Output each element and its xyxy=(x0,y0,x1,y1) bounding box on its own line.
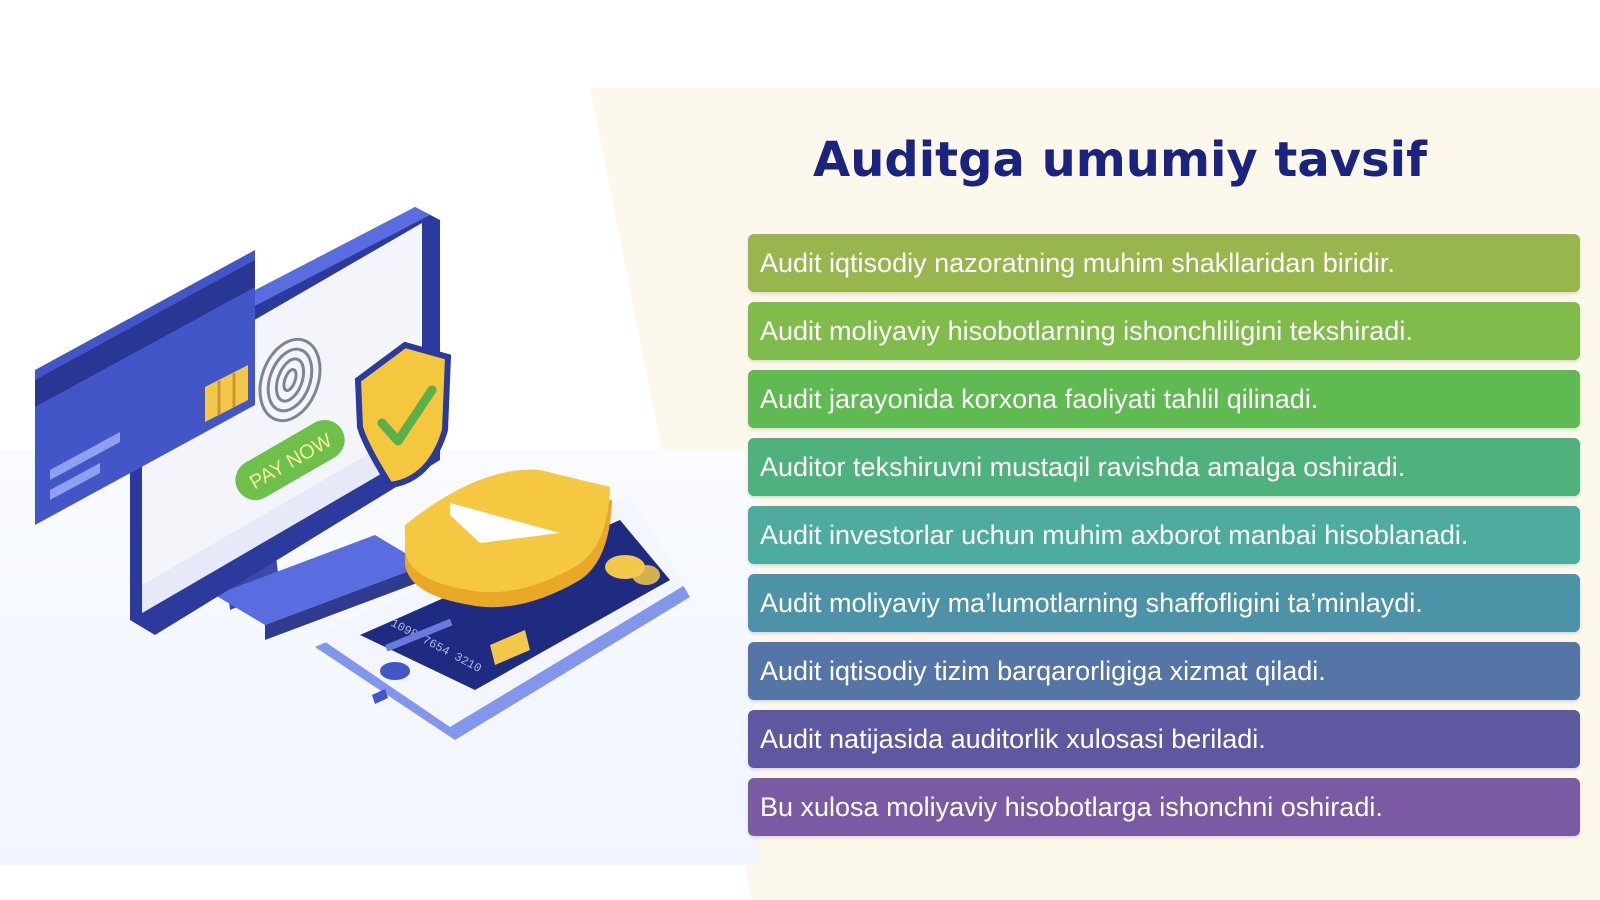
list-item: Audit natijasida auditorlik xulosasi ber… xyxy=(748,710,1580,768)
list-item: Audit moliyaviy hisobotlarning ishonchli… xyxy=(748,302,1580,360)
payment-security-illustration: PAY NOW 1098 7654 3210 xyxy=(35,207,690,740)
chip-icon xyxy=(205,365,248,422)
list-item: Audit investorlar uchun muhim axborot ma… xyxy=(748,506,1580,564)
list-item: Bu xulosa moliyaviy hisobotlarga ishonch… xyxy=(748,778,1580,836)
shield-icon xyxy=(405,469,612,608)
list-item: Audit jarayonida korxona faoliyati tahli… xyxy=(748,370,1580,428)
list-item: Audit iqtisodiy tizim barqarorligiga xiz… xyxy=(748,642,1580,700)
list-item: Audit moliyaviy ma’lumotlarning shaffofl… xyxy=(748,574,1580,632)
credit-card-icon xyxy=(35,250,255,525)
audit-statement-list: Audit iqtisodiy nazoratning muhim shakll… xyxy=(748,234,1580,846)
slide-title: Auditga umumiy tavsif xyxy=(813,132,1427,188)
list-item: Auditor tekshiruvni mustaqil ravishda am… xyxy=(748,438,1580,496)
list-item: Audit iqtisodiy nazoratning muhim shakll… xyxy=(748,234,1580,292)
fingerprint-icon xyxy=(258,337,322,423)
shield-check-icon xyxy=(354,341,452,489)
